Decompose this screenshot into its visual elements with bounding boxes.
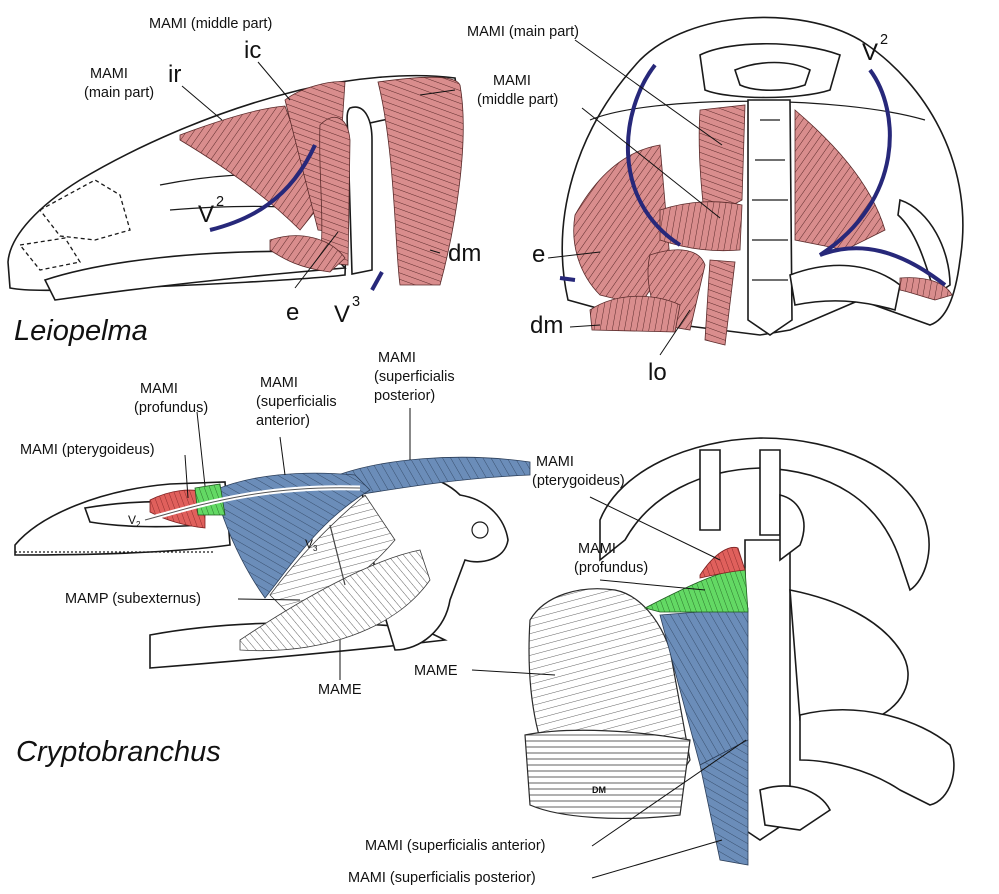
- label-mami-pterygoideus-lat: MAMI (pterygoideus): [20, 442, 155, 458]
- lo-strap-muscle: [704, 259, 736, 346]
- label-v2-lateral-sup: 2: [216, 194, 224, 210]
- crypto-lateral-muscles: [149, 456, 531, 652]
- crypto-dorsal-muscles: [524, 546, 749, 866]
- mami-middle-dorsal-left: [659, 201, 743, 252]
- leiopelma-lateral-leaders: [181, 61, 456, 289]
- label-mame-lat: MAME: [318, 682, 362, 698]
- mami-sup-posterior-lateral-muscle: [329, 456, 531, 497]
- label-v2-dorsal-sup: 2: [880, 32, 888, 48]
- label-lo: lo: [648, 359, 667, 386]
- leiopelma-lateral-panel: MAMI (middle part) MAMI (main part) ir i…: [7, 16, 481, 347]
- label-mami-profundus-lat-2: (profundus): [134, 400, 208, 416]
- label-mami-main-part-2: (main part): [84, 85, 154, 101]
- title-cryptobranchus: Cryptobranchus: [16, 736, 221, 768]
- dm-muscle: [377, 76, 464, 286]
- crypto-dorsal-panel: MAMI (pterygoideus) MAMI (profundus) MAM…: [348, 437, 955, 886]
- v2-nerve: [209, 144, 317, 232]
- label-mami-sup-post-lat-2: (superficialis: [374, 369, 455, 385]
- label-v3-lateral-sup: 3: [352, 294, 360, 310]
- mami-main-part-muscle: [179, 105, 321, 231]
- label-v3-crypto-sub: 3: [313, 544, 318, 553]
- mame-lateral-muscle: [239, 549, 431, 652]
- label-mami-sup-ant-dors: MAMI (superficialis anterior): [365, 838, 546, 854]
- mami-sup-anterior-lateral-muscle: [214, 472, 371, 599]
- label-mami-profundus-dors-1: MAMI: [578, 541, 616, 557]
- crypto-dorsal-leaders: [471, 496, 747, 879]
- nerve-stub-left: [559, 276, 576, 282]
- label-dm-dorsal: dm: [530, 312, 563, 339]
- mami-profundus-dorsal-muscle: [643, 567, 749, 613]
- label-mami-profundus-lat-1: MAMI: [140, 381, 178, 397]
- label-mami-sup-ant-lat-2: (superficialis: [256, 394, 337, 410]
- label-mami-main-part-1: MAMI: [90, 66, 128, 82]
- label-dm-crypto: DM: [592, 785, 606, 795]
- label-v3-crypto: V: [305, 537, 313, 551]
- label-mamp-subexternus: MAMP (subexternus): [65, 591, 201, 607]
- label-mami-sup-post-dors: MAMI (superficialis posterior): [348, 870, 536, 886]
- label-mami-sup-ant-lat-1: MAMI: [260, 375, 298, 391]
- v2-nerve-dorsal-right: [818, 68, 947, 287]
- label-v2-crypto-sub: 2: [136, 520, 141, 529]
- e-lower-muscle: [269, 235, 346, 273]
- label-v2-dorsal: V: [862, 39, 878, 66]
- leiopelma-dorsal-panel: MAMI (main part) MAMI (middle part) V 2 …: [467, 16, 964, 386]
- crypto-lateral-panel: MAMI (profundus) MAMI (superficialis ant…: [14, 350, 531, 768]
- label-mami-sup-ant-lat-3: anterior): [256, 413, 310, 429]
- label-e-dorsal: e: [532, 241, 545, 268]
- label-mami-sup-post-lat-1: MAMI: [378, 350, 416, 366]
- label-mami-middle-part: MAMI (middle part): [149, 16, 272, 32]
- title-leiopelma: Leiopelma: [14, 315, 148, 347]
- label-dm-lateral: dm: [448, 240, 481, 267]
- label-mami-middle-dorsal-2: (middle part): [477, 92, 558, 108]
- dm-dorsal-muscle: [589, 295, 681, 333]
- v2-nerve-crypto-outline: [144, 487, 361, 521]
- leiopelma-lateral-muscles: [179, 76, 464, 286]
- right-rear-muscle: [899, 277, 953, 301]
- label-v3-lateral: V: [334, 301, 350, 328]
- label-v2-crypto: V: [128, 513, 136, 527]
- mami-sup-posterior-dorsal-muscle: [699, 739, 749, 866]
- label-mami-sup-post-lat-3: posterior): [374, 388, 435, 404]
- label-ic: ic: [244, 37, 261, 64]
- label-mami-pterygoideus-dors-2: (pterygoideus): [532, 473, 625, 489]
- leiopelma-dorsal-leaders: [547, 39, 723, 356]
- v3-nerve-crypto: [329, 524, 346, 586]
- label-mami-main-dorsal: MAMI (main part): [467, 24, 579, 40]
- label-mame-dors: MAME: [414, 663, 458, 679]
- crypto-lateral-leaders: [184, 408, 411, 680]
- label-mami-pterygoideus-dors-1: MAMI: [536, 454, 574, 470]
- label-v2-lateral: V: [198, 201, 214, 228]
- crypto-dorsal-skull: [599, 437, 955, 841]
- label-mami-middle-dorsal-1: MAMI: [493, 73, 531, 89]
- label-ir: ir: [168, 61, 181, 88]
- v3-nerve: [370, 271, 384, 291]
- v2-nerve-dorsal-left: [626, 63, 682, 247]
- label-e-lateral: e: [286, 299, 299, 326]
- label-mami-profundus-dors-2: (profundus): [574, 560, 648, 576]
- dm-dorsal-crypto-muscle: [524, 729, 691, 819]
